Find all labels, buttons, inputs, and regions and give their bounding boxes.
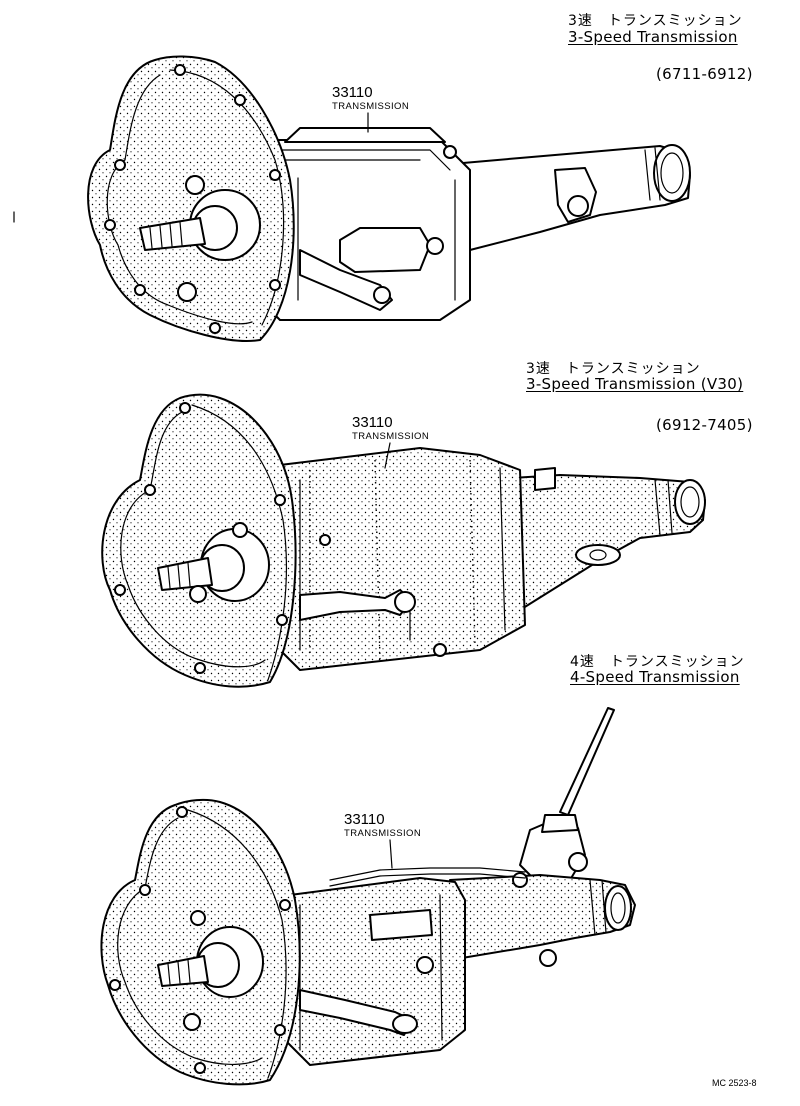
section-2-part-name: TRANSMISSION (352, 431, 430, 442)
section-2-part-number: 33110 (352, 414, 393, 431)
transmission-drawing-3 (100, 707, 636, 1086)
section-3-jp-title: 4速 トランスミッション (570, 654, 745, 670)
leader-line-3 (389, 839, 393, 869)
section-3-part-name: TRANSMISSION (344, 828, 422, 839)
section-1-part-name: TRANSMISSION (332, 101, 410, 112)
leader-line-2 (384, 442, 391, 469)
section-2-en-title: 3-Speed Transmission (V30) (526, 375, 744, 393)
figure-code: MC 2523-8 (712, 1078, 757, 1088)
transmission-drawing-2 (101, 393, 706, 688)
section-2-range: (6912-7405) (656, 416, 753, 434)
transmission-drawing-1 (87, 55, 691, 342)
section-2-jp-title: 3速 トランスミッション (526, 361, 701, 377)
section-1-part-number: 33110 (332, 84, 373, 101)
section-3-part-number: 33110 (344, 811, 385, 828)
section-1-en-title: 3-Speed Transmission (568, 28, 738, 46)
section-3-en-title: 4-Speed Transmission (570, 668, 740, 686)
section-1-range: (6711-6912) (656, 65, 753, 83)
section-1-jp-title: 3速 トランスミッション (568, 13, 743, 29)
